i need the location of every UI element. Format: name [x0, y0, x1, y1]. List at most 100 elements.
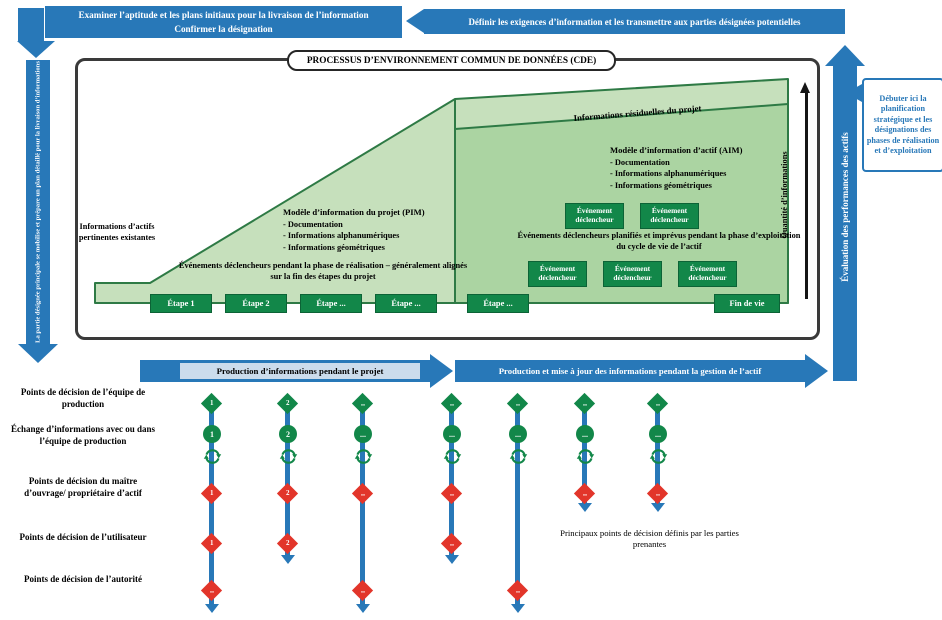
owner-decision-point: ...	[573, 482, 596, 505]
asset-production-label: Production et mise à jour des informatio…	[498, 366, 762, 376]
arrowhead-up-icon	[800, 82, 810, 93]
realisation-triggers-note: Événements déclencheurs pendant la phase…	[178, 261, 468, 281]
pim-item: - Informations géométriques	[283, 242, 385, 252]
banner-evaluate-vertical: Évaluation des performances des actifs	[833, 66, 857, 348]
stage-button-1: Étape 1	[150, 294, 212, 313]
arrowhead-down-icon	[511, 604, 525, 613]
authority-decision-point: ...	[200, 579, 223, 602]
arrowhead-down-icon	[356, 604, 370, 613]
owner-decision-point: ...	[440, 482, 463, 505]
pim-block: Modèle d’information du projet (PIM) - D…	[283, 207, 425, 253]
arrowhead-down-icon	[281, 555, 295, 564]
flow-elbow-top-left	[18, 8, 44, 42]
flow-line	[515, 397, 520, 606]
team-decision-point: ...	[646, 392, 669, 415]
arrowhead-left-icon	[406, 9, 424, 33]
flow-line	[285, 397, 290, 557]
arrowhead-left-icon	[846, 84, 862, 102]
row-label-user-decision: Points de décision de l’utilisateur	[19, 532, 147, 542]
stakeholder-decision-note: Principaux points de décision définis pa…	[560, 528, 739, 549]
aim-title: Modèle d’information d’actif (AIM)	[610, 145, 743, 155]
information-exchange-point: 1	[203, 425, 221, 443]
project-production-label: Production d’informations pendant le pro…	[180, 363, 420, 379]
aim-item: - Documentation	[610, 157, 670, 167]
banner-mobilise-vertical: La partie désignée principale se mobilis…	[26, 60, 50, 344]
arrowhead-down-icon	[445, 555, 459, 564]
arrowhead-down-icon	[578, 503, 592, 512]
arrowhead-up-icon	[825, 45, 865, 66]
aim-item: - Informations géométriques	[610, 180, 712, 190]
stage-button-5: Étape ...	[467, 294, 529, 313]
arrowhead-down-icon	[18, 344, 58, 363]
authority-decision-point: ...	[351, 579, 374, 602]
stage-button-3: Étape ...	[300, 294, 362, 313]
stage-button-2: Étape 2	[225, 294, 287, 313]
flow-line	[449, 397, 454, 557]
iteration-loop-icon	[649, 449, 668, 464]
iteration-loop-icon	[279, 449, 298, 464]
owner-decision-point: ...	[646, 482, 669, 505]
cde-title: PROCESSUS D’ENVIRONNEMENT COMMUN DE DONN…	[287, 50, 616, 71]
cde-box: Informations d’actifs pertinentes exista…	[75, 58, 820, 340]
iteration-loop-icon	[203, 449, 222, 464]
stage-button-end-of-life: Fin de vie	[714, 294, 780, 313]
information-exchange-point: ...	[354, 425, 372, 443]
row-label-team-decision: Points de décision de l’équipe de produc…	[20, 387, 146, 409]
team-decision-point: ...	[351, 392, 374, 415]
authority-decision-point: ...	[506, 579, 529, 602]
information-exchange-point: ...	[649, 425, 667, 443]
banner-review-capability: Examiner l’aptitude et les plans initiau…	[45, 6, 402, 38]
owner-decision-point: ...	[351, 482, 374, 505]
banner-mobilise-label: La partie désignée principale se mobilis…	[34, 61, 42, 343]
quantity-axis-line	[805, 93, 808, 299]
iteration-loop-icon	[354, 449, 373, 464]
team-decision-point: ...	[573, 392, 596, 415]
banner-review-line2: Confirmer la désignation	[174, 24, 273, 34]
team-decision-point: ...	[506, 392, 529, 415]
asset-production-arrow: Production et mise à jour des informatio…	[455, 360, 805, 382]
row-label-information-exchange: Échange d’informations avec ou dans l’éq…	[10, 424, 155, 446]
user-decision-point: 1	[200, 532, 223, 555]
pim-item: - Informations alphanumériques	[283, 231, 400, 240]
existing-asset-info-label: Informations d’actifs pertinentes exista…	[78, 222, 156, 242]
arrowhead-right-icon	[430, 354, 453, 388]
owner-decision-point: 2	[276, 482, 299, 505]
team-decision-point: ...	[440, 392, 463, 415]
arrowhead-down-icon	[205, 604, 219, 613]
aim-block: Modèle d’information d’actif (AIM) - Doc…	[610, 145, 742, 191]
iteration-loop-icon	[576, 449, 595, 464]
stage-button-4: Étape ...	[375, 294, 437, 313]
arrowhead-right-icon	[805, 354, 828, 388]
aim-item: - Informations alphanumériques	[610, 169, 727, 178]
information-exchange-point: 2	[279, 425, 297, 443]
information-exchange-point: ...	[509, 425, 527, 443]
banner-evaluate-label: Évaluation des performances des actifs	[840, 132, 850, 282]
iteration-loop-icon	[509, 449, 528, 464]
start-here-text: Débuter ici la planification stratégique…	[866, 93, 940, 156]
banner-define-requirements: Définir les exigences d’information et l…	[424, 9, 845, 34]
information-exchange-point: ...	[443, 425, 461, 443]
flow-elbow-bottom-right	[833, 348, 857, 381]
pim-item: - Documentation	[283, 219, 343, 229]
iteration-loop-icon	[443, 449, 462, 464]
banner-review-line1: Examiner l’aptitude et les plans initiau…	[78, 9, 369, 20]
quantity-axis-label: Quantité d’informations	[780, 151, 789, 239]
team-decision-point: 1	[200, 392, 223, 415]
user-decision-point: ...	[440, 532, 463, 555]
banner-define-label: Définir les exigences d’information et l…	[468, 16, 801, 27]
exploitation-triggers-note: Événements déclencheurs planifiés et imp…	[517, 231, 801, 251]
pim-title: Modèle d’information du projet (PIM)	[283, 207, 425, 217]
user-decision-point: 2	[276, 532, 299, 555]
team-decision-point: 2	[276, 392, 299, 415]
arrowhead-down-icon	[651, 503, 665, 512]
arrowhead-down-icon	[17, 41, 55, 58]
information-exchange-point: ...	[576, 425, 594, 443]
row-label-authority-decision: Points de décision de l’autorité	[24, 574, 142, 584]
owner-decision-point: 1	[200, 482, 223, 505]
